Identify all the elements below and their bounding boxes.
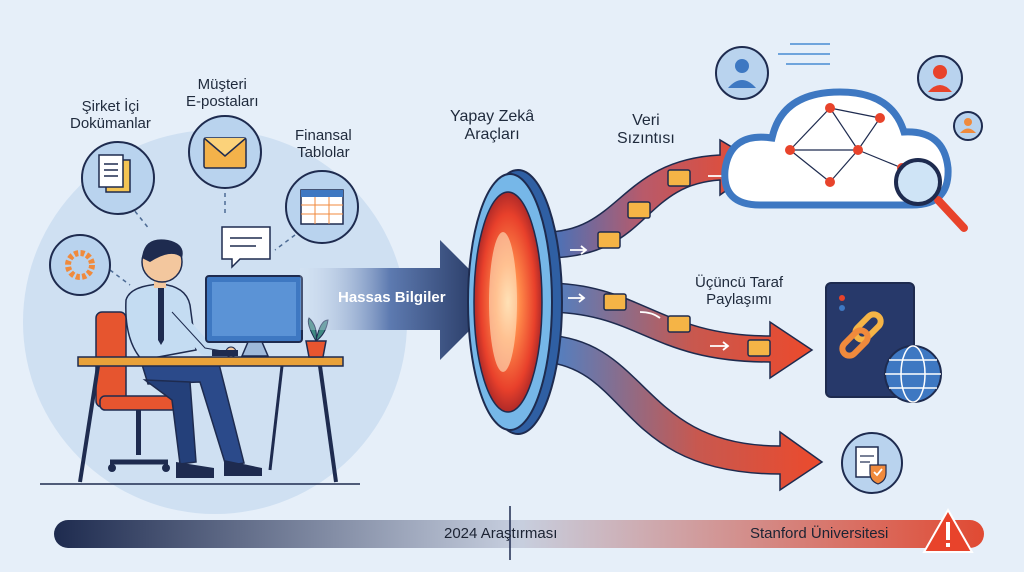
desk-illustration — [40, 356, 360, 485]
office-worker-illustration — [95, 239, 262, 478]
label-sensitive-info: Hassas Bilgiler — [338, 289, 446, 306]
label-internal-docs: Şirket İçi Dokümanlar — [70, 98, 151, 132]
timeline-bar — [54, 520, 984, 548]
label-ai-tools: Yapay Zekâ Araçları — [450, 108, 535, 143]
sensitive-info-arrow — [300, 240, 500, 360]
magnifier-icon — [894, 158, 968, 232]
shield-document-icon — [841, 432, 903, 494]
globe-icon — [884, 345, 942, 403]
connector-lines — [109, 185, 296, 286]
label-customer-emails: Müşteri E-postaları — [186, 76, 259, 110]
label-source: Stanford Üniversitesi — [750, 525, 889, 542]
monitor-illustration — [205, 275, 303, 357]
ai-portal-icon — [467, 169, 563, 435]
chat-bubble-icon — [221, 226, 271, 269]
document-icon — [81, 141, 155, 215]
gear-icon — [49, 234, 111, 296]
small-arrows — [568, 171, 730, 351]
label-data-leak: Veri Sızıntısı — [617, 112, 675, 147]
lower-flow — [544, 334, 824, 492]
label-third-party: Üçüncü Taraf Paylaşımı — [695, 274, 784, 308]
user-avatar-icons — [715, 43, 983, 141]
folder-icons — [597, 157, 793, 357]
envelope-icon — [188, 115, 262, 189]
label-financial-tables: Finansal Tablolar — [295, 127, 352, 161]
label-study: 2024 Araştırması — [444, 525, 558, 542]
warning-icon — [922, 507, 974, 553]
cloud-network-icon — [721, 88, 952, 209]
spreadsheet-icon — [285, 170, 359, 244]
